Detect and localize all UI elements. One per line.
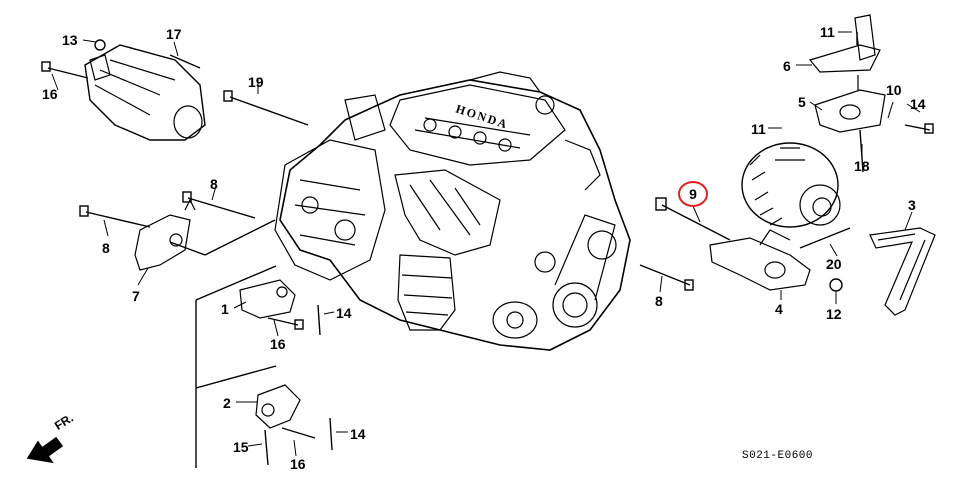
callout-frame [169,219,277,468]
part-callout-5: 5 [798,94,806,110]
part-callout-16: 16 [290,456,306,472]
part-callout-17: 17 [166,26,182,42]
rear-bracket [134,198,196,271]
part-callout-14: 14 [350,426,366,442]
arrow-down-left-icon [26,436,64,464]
part-callout-8: 8 [655,293,663,309]
part-callout-18: 18 [854,158,870,174]
diagram-code: S021-E0600 [742,450,814,462]
part-callout-16: 16 [42,86,58,102]
part-callout-7: 7 [132,288,140,304]
part-callout-19: 19 [248,74,264,90]
engine-assembly [274,71,631,351]
lower-mount-bracket [255,384,301,429]
part-callout-6: 6 [783,58,791,74]
part-callout-11: 11 [751,121,766,137]
part-callout-14: 14 [336,305,352,321]
part-callout-13: 13 [62,32,78,48]
part-callout-2: 2 [223,395,231,411]
part-callout-10: 10 [886,82,902,98]
alternator-lower-bracket [709,229,811,291]
part-callout-1: 1 [221,301,229,317]
part-callout-15: 15 [233,439,249,455]
alternator-upper-bracket [808,14,886,133]
leader-lines [51,31,921,457]
bolts [41,32,934,466]
part-callout-12: 12 [826,306,842,322]
part-callout-11: 11 [820,24,835,40]
alternator [741,142,841,228]
part-callout-8: 8 [210,176,218,192]
part-callout-4: 4 [775,301,783,317]
part-callout-8: 8 [102,240,110,256]
part-callout-16: 16 [270,336,286,352]
front-mount-bracket [239,279,296,319]
part-callout-20: 20 [826,256,842,272]
drive-belt [869,227,936,316]
part-callout-3: 3 [908,197,916,213]
starter-motor [84,44,206,141]
part-callout-9-highlighted: 9 [678,181,708,207]
part-callout-14: 14 [910,96,926,112]
